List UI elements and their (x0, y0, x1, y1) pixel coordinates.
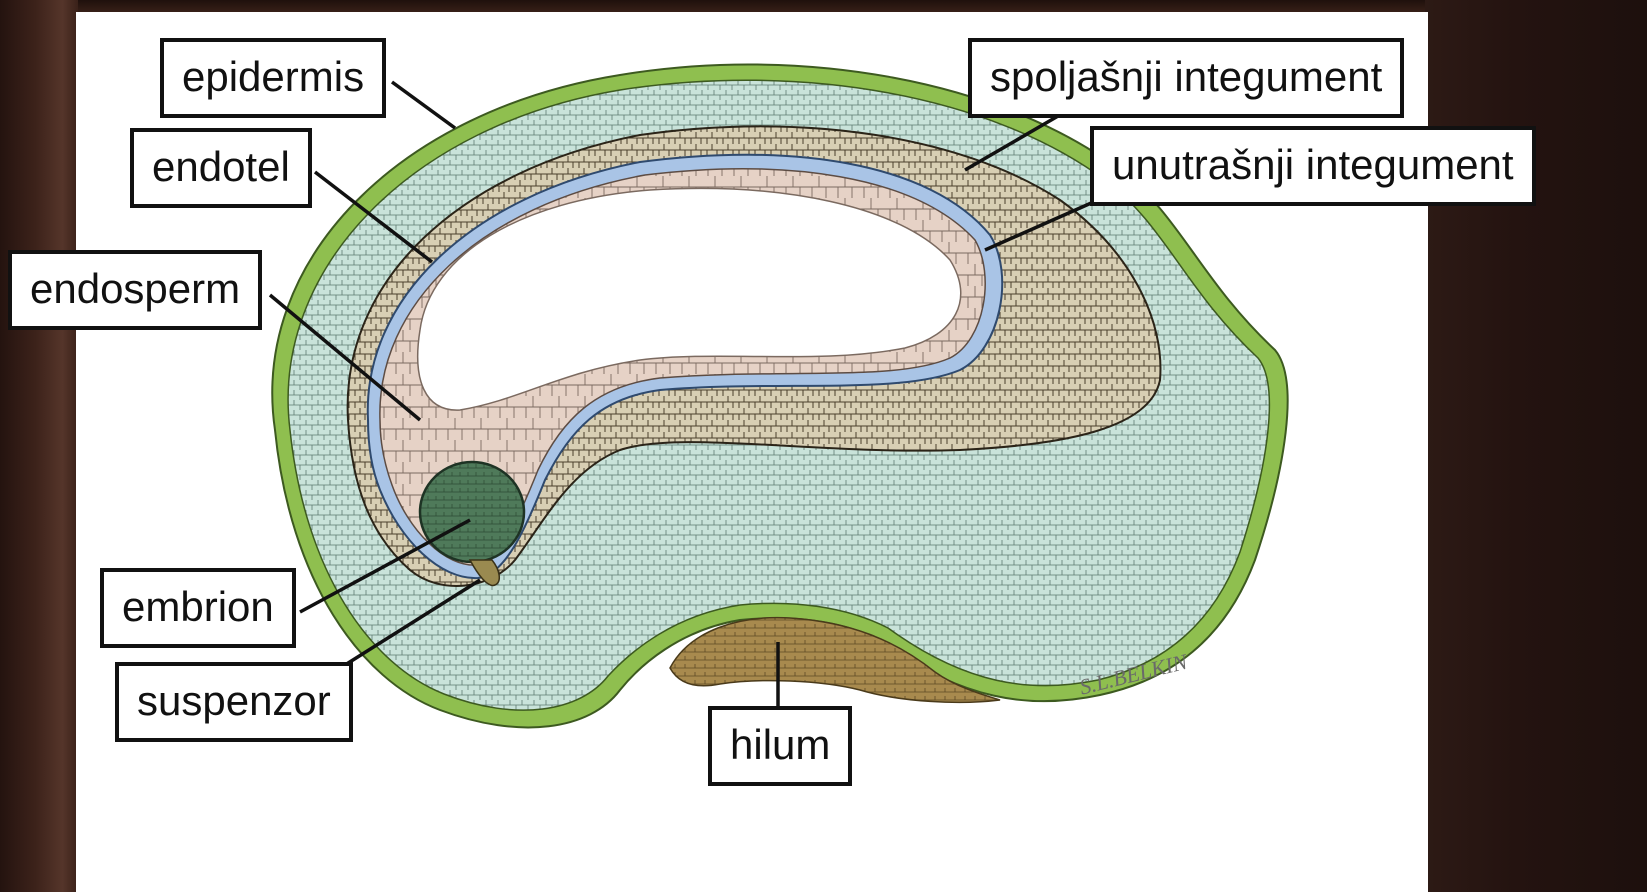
label-embrion: embrion (100, 568, 296, 648)
label-hilum: hilum (708, 706, 852, 786)
leader-epidermis (392, 82, 455, 128)
label-endosperm: endosperm (8, 250, 262, 330)
label-unutrasnji-integument: unutrašnji integument (1090, 126, 1536, 206)
label-suspenzor: suspenzor (115, 662, 353, 742)
label-endotel: endotel (130, 128, 312, 208)
label-epidermis: epidermis (160, 38, 386, 118)
embryo-body (420, 462, 524, 562)
label-spoljasnji-integument: spoljašnji integument (968, 38, 1404, 118)
